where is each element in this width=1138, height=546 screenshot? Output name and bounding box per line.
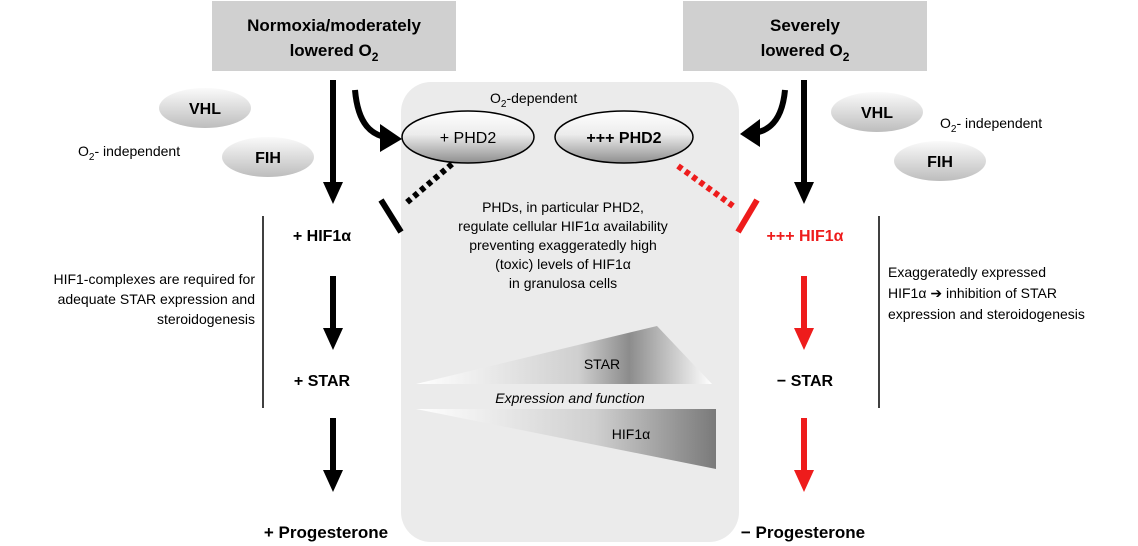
- left-progesterone-label: + Progesterone: [264, 523, 388, 542]
- star-wedge: STAR: [416, 326, 712, 384]
- fih-ellipse-left: FIH: [222, 137, 314, 177]
- svg-text:+++ PHD2: +++ PHD2: [586, 130, 661, 147]
- right-star-label: − STAR: [777, 373, 834, 390]
- center-text-line5: in granulosa cells: [509, 275, 617, 291]
- arrow-right-3: [794, 418, 814, 492]
- svg-text:HIF1α: HIF1α: [612, 426, 650, 442]
- center-text-line2: regulate cellular HIF1α availability: [458, 218, 668, 234]
- expression-function-caption: Expression and function: [495, 390, 645, 406]
- right-note-line1: Exaggeratedly expressed: [888, 264, 1046, 280]
- svg-text:+ PHD2: + PHD2: [440, 130, 497, 147]
- center-text-line3: preventing exaggeratedly high: [469, 237, 657, 253]
- right-note-line3: expression and steroidogenesis: [888, 306, 1085, 322]
- curved-arrow-left: [352, 89, 402, 152]
- vhl-ellipse-right: VHL: [831, 92, 923, 132]
- svg-text:STAR: STAR: [584, 356, 620, 372]
- left-note-line2: adequate STAR expression and: [58, 291, 255, 307]
- right-condition-line1: Severely: [770, 16, 840, 35]
- svg-text:FIH: FIH: [255, 150, 281, 167]
- phd2-high-ellipse: +++ PHD2: [554, 110, 694, 164]
- arrow-left-3: [323, 418, 343, 492]
- arrow-right-1: [794, 80, 814, 204]
- right-condition-box: Severely lowered O2: [683, 1, 927, 71]
- svg-text:FIH: FIH: [927, 154, 953, 171]
- right-arrow-icon: ➔: [930, 285, 942, 301]
- o2-dependent-label: O2-dependent: [490, 90, 577, 110]
- left-condition-line1: Normoxia/moderately: [247, 16, 421, 35]
- right-progesterone-label: − Progesterone: [741, 523, 865, 542]
- left-note-line3: steroidogenesis: [157, 311, 255, 327]
- arrow-left-1: [323, 80, 343, 204]
- left-star-label: + STAR: [294, 373, 351, 390]
- vhl-ellipse-left: VHL: [159, 88, 251, 128]
- fih-ellipse-right: FIH: [894, 141, 986, 181]
- left-condition-box: Normoxia/moderately lowered O2: [212, 1, 456, 71]
- o2-independent-left: O2- independent: [78, 143, 180, 163]
- arrow-left-2: [323, 276, 343, 350]
- svg-text:VHL: VHL: [861, 105, 893, 122]
- left-note-line1: HIF1-complexes are required for: [53, 271, 255, 287]
- inhibition-left: [378, 161, 454, 234]
- phd2-low-ellipse: + PHD2: [401, 110, 535, 164]
- left-condition-line2: lowered O2: [290, 41, 379, 64]
- inhibition-right: [676, 163, 760, 234]
- curved-arrow-right: [740, 89, 788, 147]
- hif-wedge: HIF1α: [416, 409, 716, 469]
- right-note-line2: HIF1α ➔ inhibition of STAR: [888, 285, 1057, 301]
- arrow-right-2: [794, 276, 814, 350]
- center-text-line4: (toxic) levels of HIF1α: [495, 256, 631, 272]
- center-text-line1: PHDs, in particular PHD2,: [482, 199, 644, 215]
- left-hif-label: + HIF1α: [293, 228, 351, 245]
- o2-independent-right: O2- independent: [940, 115, 1042, 135]
- right-hif-label: +++ HIF1α: [767, 228, 844, 245]
- right-condition-line2: lowered O2: [761, 41, 850, 64]
- svg-text:VHL: VHL: [189, 101, 221, 118]
